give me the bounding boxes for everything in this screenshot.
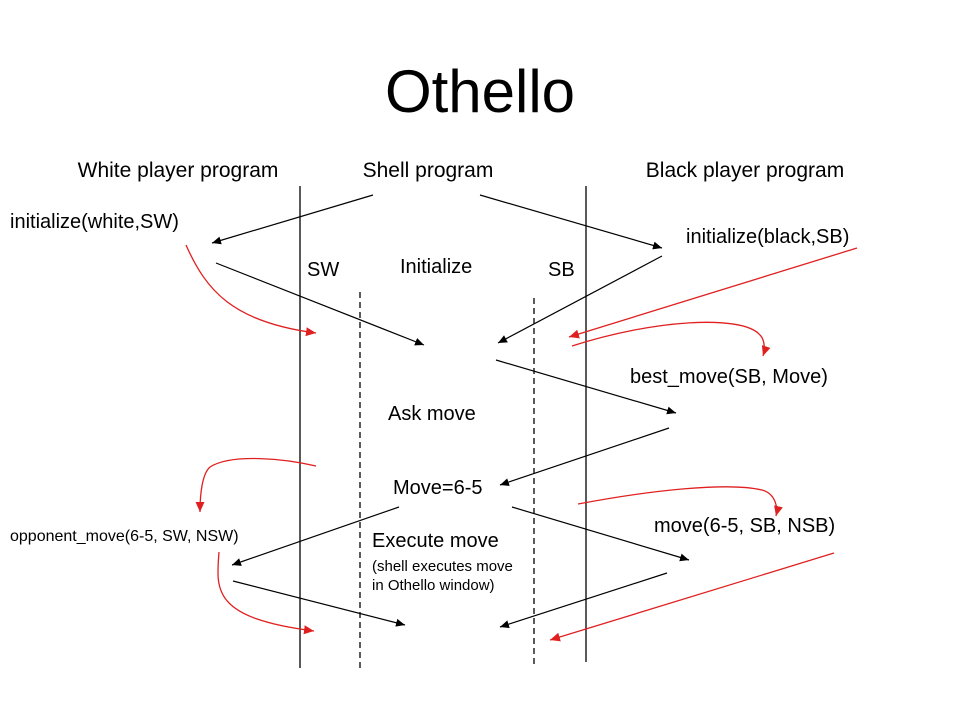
move-black-return-arrow	[549, 552, 835, 642]
move-value-label: Move=6-5	[393, 477, 483, 499]
opponent-move-return-arrow	[217, 551, 315, 635]
ask-move-label: Ask move	[388, 403, 476, 425]
shell-to-black-initialize-arrow	[479, 194, 663, 250]
execute-note-line-2: in Othello window)	[372, 577, 495, 594]
opponent-move-note-arrow	[195, 457, 317, 513]
initialize-label: Initialize	[400, 256, 472, 278]
move-black-label: move(6-5, SB, NSB)	[654, 515, 835, 537]
ask-move-arrow	[495, 359, 677, 415]
move-black-note-arrow	[577, 486, 783, 517]
diagram-title: Othello	[385, 58, 575, 125]
init-black-note-arrow	[568, 247, 858, 339]
white-ack-arrow	[215, 262, 425, 346]
initialize-white-label: initialize(white,SW)	[10, 211, 179, 233]
move-reply-arrow	[499, 427, 670, 486]
shell-program-header: Shell program	[363, 159, 494, 182]
sw-label: SW	[307, 259, 339, 281]
white-move-ack-arrow	[232, 580, 406, 627]
initialize-black-label: initialize(black,SB)	[686, 226, 849, 248]
white-player-header: White player program	[78, 159, 279, 182]
init-white-note-arrow	[185, 244, 317, 337]
opponent-move-arrow	[231, 506, 400, 566]
execute-move-label: Execute move	[372, 530, 499, 552]
best-move-label: best_move(SB, Move)	[630, 366, 828, 388]
black-move-ack-arrow	[499, 572, 668, 629]
sb-label: SB	[548, 259, 575, 281]
black-player-header: Black player program	[646, 159, 844, 182]
execute-note-line-1: (shell executes move	[372, 558, 513, 575]
shell-to-white-initialize-arrow	[211, 194, 374, 245]
black-ack-arrow	[497, 255, 663, 344]
move-to-black-arrow	[511, 506, 690, 562]
best-move-note-arrow	[571, 321, 771, 357]
opponent-move-label: opponent_move(6-5, SW, NSW)	[10, 528, 239, 545]
